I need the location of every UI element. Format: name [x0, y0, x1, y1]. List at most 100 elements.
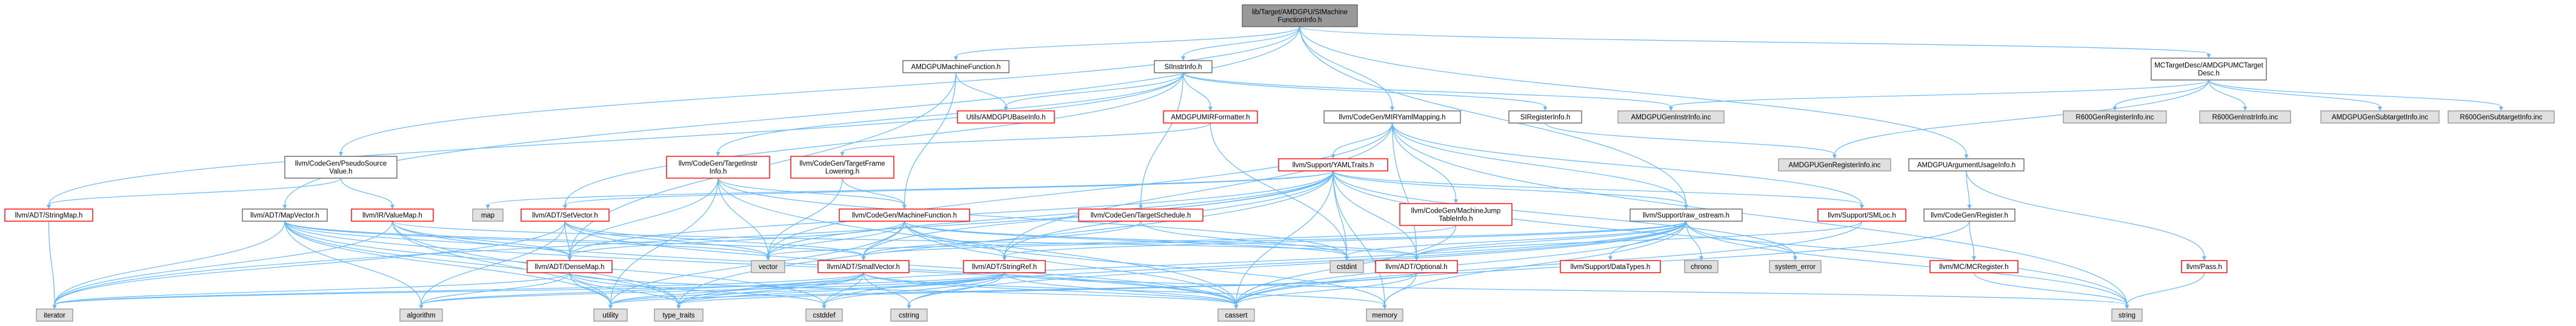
edge-root-to-mapvector — [282, 26, 1300, 209]
node-mcregister[interactable]: llvm/MC/MCRegister.h — [1929, 260, 2019, 273]
edge-argusage-to-pass — [1966, 170, 2206, 261]
edge-machinefunction-to-densemap — [567, 221, 905, 261]
edges-layer — [47, 26, 2503, 309]
edge-siinstrinfo-to-targetsched — [1139, 72, 1184, 209]
node-label: memory — [1372, 312, 1397, 319]
edge-siinstrinfo-to-setvector — [563, 72, 1184, 209]
node-codegen_register[interactable]: llvm/CodeGen/Register.h — [1923, 208, 2015, 222]
node-label: SIInstrInfo.h — [1164, 64, 1202, 71]
node-cstddef: cstddef — [805, 308, 843, 322]
node-amdgpu_mf[interactable]: AMDGPUMachineFunction.h — [902, 60, 1010, 73]
edge-stringref-to-string — [1003, 272, 2129, 309]
node-label: llvm/Support/SMLoc.h — [1828, 212, 1896, 219]
node-r600_genreg: R600GenRegisterInfo.inc — [2063, 110, 2167, 124]
node-label: Lowering.h — [825, 168, 859, 176]
node-label: AMDGPUGenSubtargetInfo.inc — [2332, 114, 2428, 121]
node-label: iterator — [44, 312, 65, 319]
node-valuemap[interactable]: llvm/IR/ValueMap.h — [351, 208, 434, 222]
node-label: llvm/IR/ValueMap.h — [362, 212, 422, 219]
node-label: cassert — [1225, 312, 1248, 319]
node-utils_base[interactable]: Utils/AMDGPUBaseInfo.h — [957, 110, 1055, 124]
edge-amdgpu_mir-to-targetframe — [840, 122, 1211, 156]
edge-raw_ostream-to-stringref — [1002, 221, 1687, 261]
edge-yamltraits-to-smloc — [1333, 170, 1864, 209]
node-cstdint: cstdint — [1330, 260, 1364, 273]
edge-yamltraits-to-raw_ostream — [1333, 170, 1688, 209]
node-optional[interactable]: llvm/ADT/Optional.h — [1375, 260, 1458, 273]
node-label: llvm/CodeGen/MachineFunction.h — [852, 212, 957, 219]
nodes-layer: lib/Target/AMDGPU/SIMachineFunctionInfo.… — [4, 4, 2555, 322]
edge-stringref-to-iterator — [52, 272, 1005, 309]
node-densemap[interactable]: llvm/ADT/DenseMap.h — [527, 260, 613, 273]
node-label: llvm/Support/DataTypes.h — [1571, 264, 1651, 271]
node-label: map — [481, 212, 494, 219]
node-raw_ostream[interactable]: llvm/Support/raw_ostream.h — [1629, 208, 1743, 222]
node-cassert: cassert — [1217, 308, 1255, 322]
node-box — [242, 208, 328, 222]
node-memory: memory — [1366, 308, 1403, 322]
node-argusage[interactable]: AMDGPUArgumentUsageInfo.h — [1908, 158, 2025, 171]
node-siinstrinfo[interactable]: SIInstrInfo.h — [1154, 60, 1213, 73]
edge-raw_ostream-to-system_error — [1685, 221, 1797, 261]
node-yamltraits[interactable]: llvm/Support/YAMLTraits.h — [1278, 158, 1388, 171]
node-box — [2320, 110, 2440, 124]
node-box — [2111, 308, 2143, 322]
node-setvector[interactable]: llvm/ADT/SetVector.h — [521, 208, 610, 222]
edge-mctargetdesc-to-r600_gensub — [2208, 79, 2503, 111]
node-siregisterinfo[interactable]: SIRegisterInfo.h — [1508, 110, 1582, 124]
node-amdgpu_gensub: AMDGPUGenSubtargetInfo.inc — [2320, 110, 2440, 124]
edge-pseudosrc-to-stringmap — [47, 178, 342, 209]
node-datatypes[interactable]: llvm/Support/DataTypes.h — [1560, 260, 1661, 273]
node-targetsched[interactable]: llvm/CodeGen/TargetSchedule.h — [1078, 208, 1203, 222]
node-box — [284, 156, 398, 179]
node-label: Info.h — [710, 168, 727, 176]
node-algorithm: algorithm — [399, 308, 443, 322]
node-label: llvm/Pass.h — [2186, 264, 2222, 271]
node-label: llvm/ADT/DenseMap.h — [534, 264, 604, 271]
node-amdgpu_mir[interactable]: AMDGPUMIRFormatter.h — [1163, 110, 1258, 124]
edge-siregisterinfo-to-amdgpu_genreg — [1545, 122, 1837, 159]
node-box — [1366, 308, 1403, 322]
node-label: llvm/ADT/StringRef.h — [972, 264, 1037, 271]
node-smloc[interactable]: llvm/Support/SMLoc.h — [1817, 208, 1906, 222]
edge-optional-to-memory — [1382, 272, 1417, 309]
edge-targetframe-to-machinefunction — [842, 178, 907, 209]
edge-stringref-to-cstddef — [822, 272, 1005, 309]
node-label: R600GenInstrInfo.inc — [2212, 114, 2278, 121]
node-box — [1769, 260, 1822, 273]
edge-mctargetdesc-to-amdgpu_geninstr — [1669, 79, 2209, 111]
node-label: llvm/CodeGen/TargetInstr — [679, 161, 758, 168]
node-box — [472, 208, 504, 222]
node-box — [2063, 110, 2167, 124]
node-box — [1399, 203, 1513, 226]
edge-optional-to-type_traits — [676, 272, 1417, 309]
node-stringref[interactable]: llvm/ADT/StringRef.h — [963, 260, 1046, 273]
node-pass[interactable]: llvm/Pass.h — [2181, 260, 2228, 273]
node-label: AMDGPUMIRFormatter.h — [1171, 114, 1250, 121]
edge-pseudosrc-to-valuemap — [340, 178, 394, 209]
node-box — [2199, 110, 2291, 124]
node-label: llvm/ADT/MapVector.h — [250, 212, 319, 219]
node-label: cstdint — [1337, 264, 1357, 271]
node-stringmap[interactable]: llvm/ADT/StringMap.h — [4, 208, 93, 222]
edge-siinstrinfo-to-targetinstr — [716, 72, 1184, 156]
node-box — [1617, 110, 1725, 124]
node-mir_yaml[interactable]: llvm/CodeGen/MIRYamlMapping.h — [1323, 110, 1461, 124]
node-box — [527, 260, 613, 273]
node-machinefunction[interactable]: llvm/CodeGen/MachineFunction.h — [839, 208, 970, 222]
node-mapvector[interactable]: llvm/ADT/MapVector.h — [242, 208, 328, 222]
node-box — [963, 260, 1046, 273]
node-box — [1154, 60, 1213, 73]
node-smallvector[interactable]: llvm/ADT/SmallVector.h — [817, 260, 910, 273]
node-label: llvm/CodeGen/Register.h — [1931, 212, 2008, 219]
node-box — [890, 308, 928, 322]
edge-root-to-mctargetdesc — [1299, 26, 2211, 58]
edge-stringmap-to-iterator — [48, 221, 57, 309]
node-label: llvm/CodeGen/TargetSchedule.h — [1091, 212, 1191, 219]
node-r600_geninstr: R600GenInstrInfo.inc — [2199, 110, 2291, 124]
